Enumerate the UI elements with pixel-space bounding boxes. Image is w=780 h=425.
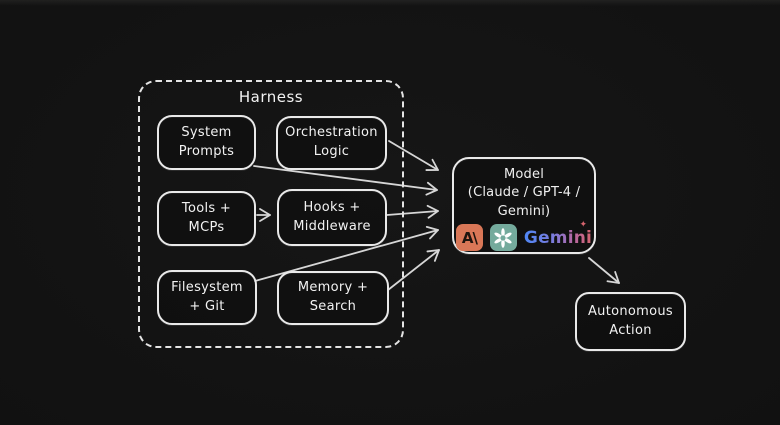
model-logo-row: A\ Gemini ✦ [455, 220, 593, 252]
arrow-model-to-autonomous-action [588, 257, 620, 284]
system-prompts-box: System Prompts [157, 115, 256, 170]
orchestration-logic-label: Orchestration Logic [285, 125, 378, 159]
gemini-wordmark: Gemini [523, 227, 593, 248]
anthropic-glyph: A\ [461, 228, 478, 247]
tools-mcps-box: Tools + MCPs [157, 191, 256, 246]
openai-logo-icon [489, 224, 517, 252]
tools-mcps-label: Tools + MCPs [181, 200, 232, 235]
filesystem-git-label: Filesystem + Git [171, 279, 243, 314]
hooks-middleware-label: Hooks + Middleware [293, 199, 371, 234]
autonomous-action-box: Autonomous Action [575, 292, 686, 351]
gemini-logo: Gemini ✦ [523, 220, 593, 248]
model-title: Model (Claude / GPT-4 / Gemini) [467, 167, 581, 219]
hooks-middleware-box: Hooks + Middleware [277, 189, 387, 246]
harness-title: Harness [238, 88, 304, 106]
autonomous-action-label: Autonomous Action [587, 303, 673, 338]
gemini-sparkle-icon: ✦ [579, 219, 588, 230]
filesystem-git-box: Filesystem + Git [157, 270, 257, 325]
memory-search-label: Memory + Search [297, 280, 369, 314]
harness-container: Harness [138, 80, 404, 348]
model-box: Model (Claude / GPT-4 / Gemini) A\ [452, 157, 596, 254]
system-prompts-label: System Prompts [178, 124, 235, 159]
memory-search-box: Memory + Search [277, 271, 389, 325]
anthropic-logo-icon: A\ [455, 224, 483, 252]
openai-knot-icon [494, 228, 513, 248]
orchestration-logic-box: Orchestration Logic [276, 116, 387, 170]
